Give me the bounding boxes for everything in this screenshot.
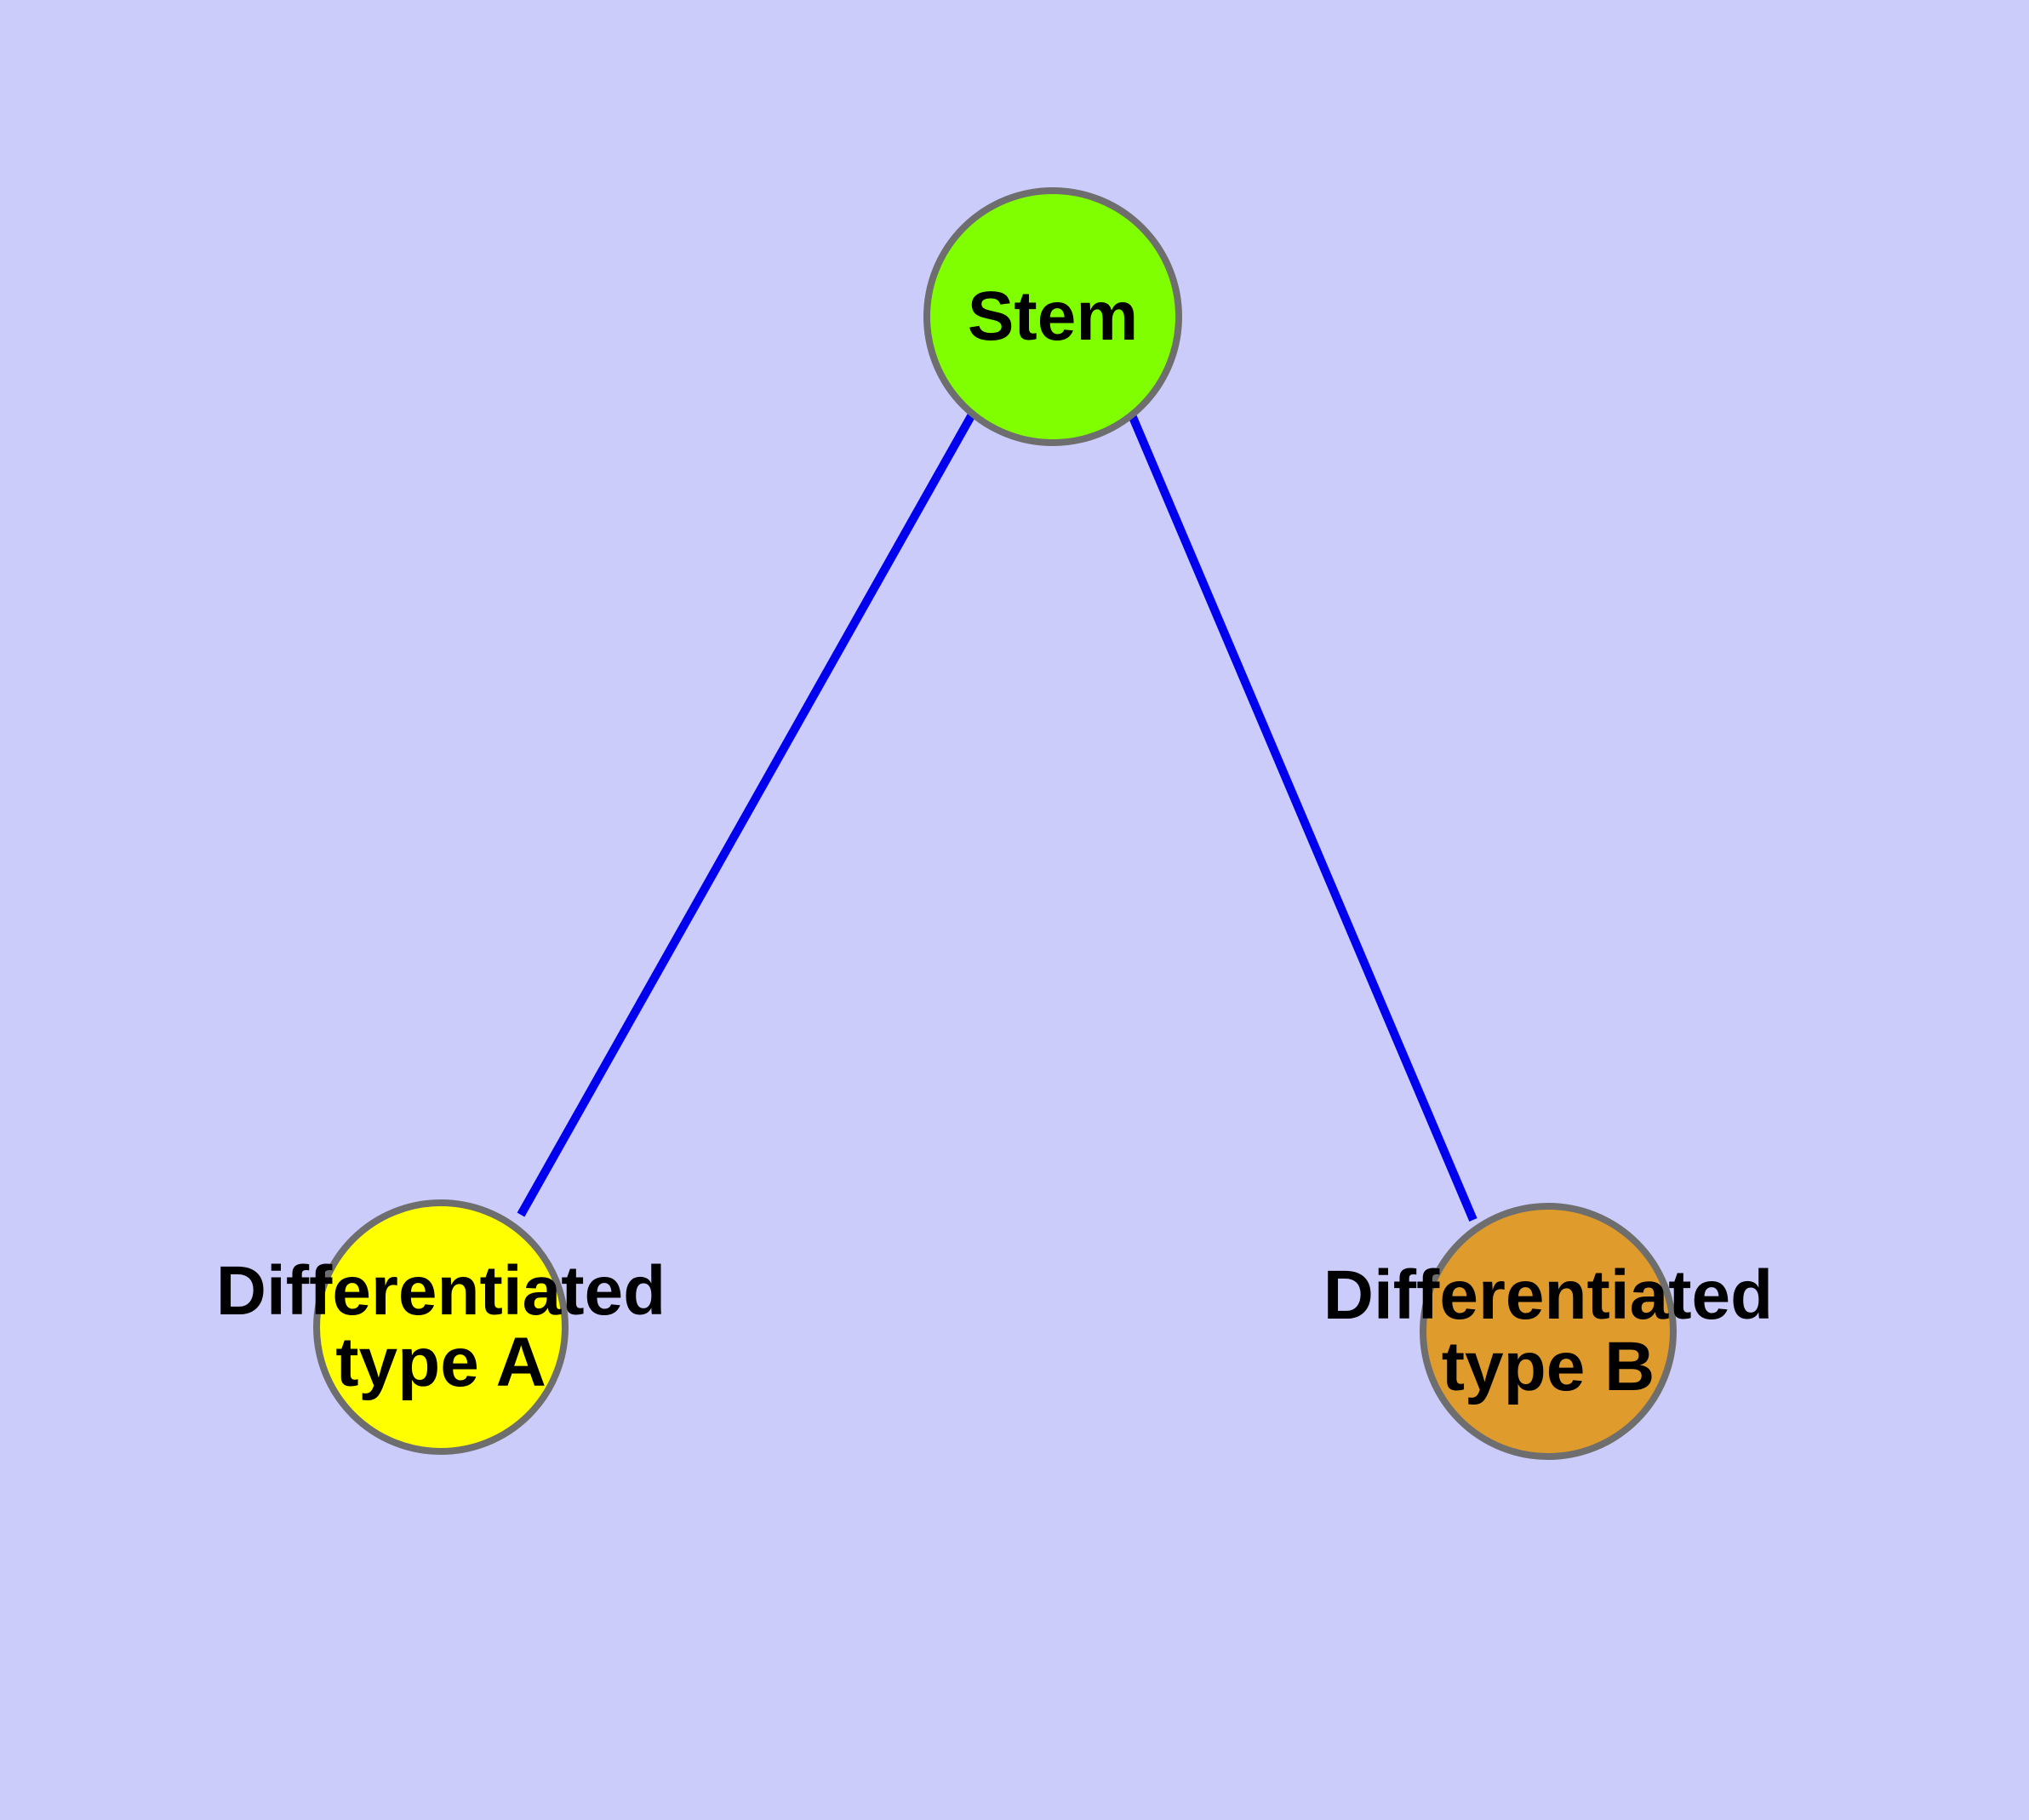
edge-stem-to-diff-a[interactable] — [517, 412, 976, 1217]
node-layer — [313, 187, 1677, 1460]
edge-stem-to-diff-b[interactable] — [1126, 409, 1477, 1222]
node-stem[interactable] — [923, 187, 1182, 446]
edge-layer — [517, 409, 1477, 1222]
node-differentiated-type-a[interactable] — [313, 1199, 569, 1455]
node-differentiated-type-b[interactable] — [1420, 1203, 1677, 1460]
